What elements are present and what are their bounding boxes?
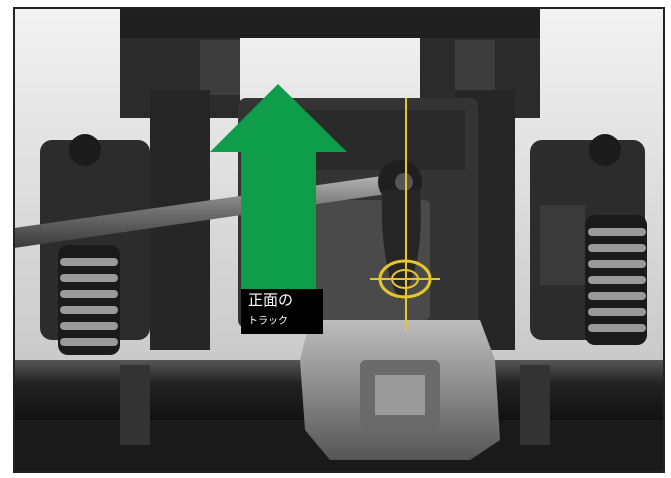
crosshair-icon bbox=[370, 259, 440, 299]
left-suspension bbox=[40, 134, 150, 355]
forward-arrow-icon bbox=[210, 84, 347, 289]
caption-box: 正面の トラック bbox=[241, 289, 323, 334]
right-suspension bbox=[530, 134, 647, 345]
image-border bbox=[13, 7, 665, 473]
front-axle bbox=[14, 320, 664, 472]
caption-subtitle: トラック bbox=[248, 316, 288, 327]
caption-title: 正面の bbox=[248, 291, 294, 309]
